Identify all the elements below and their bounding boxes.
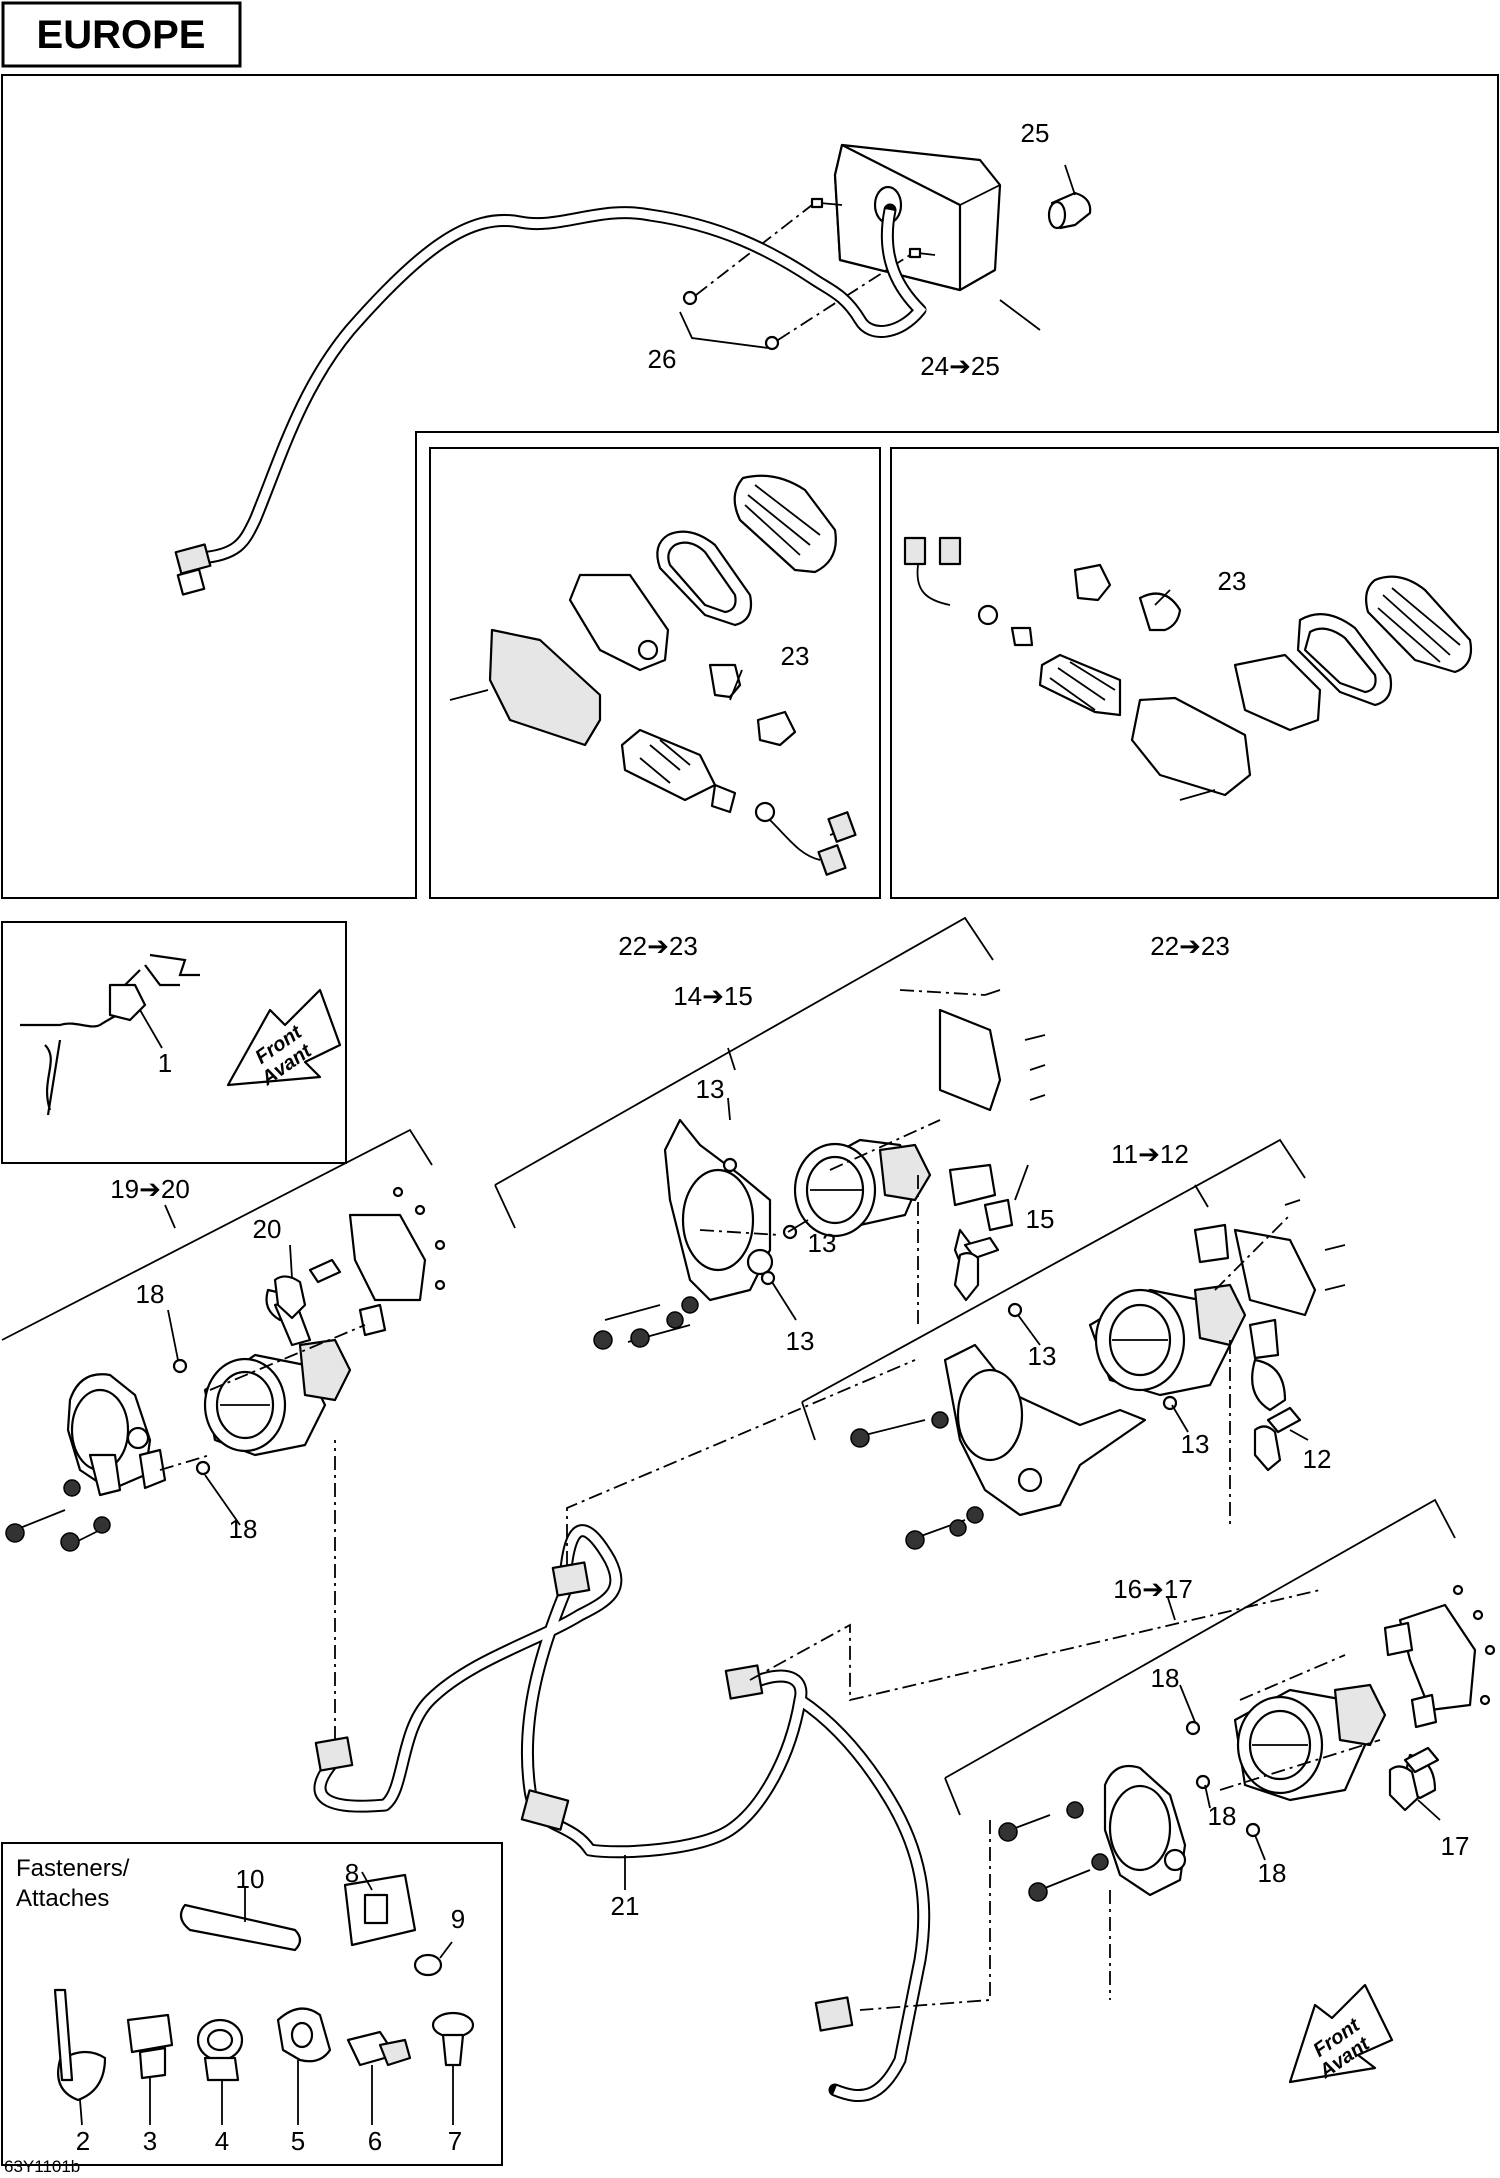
drawing-number: 63Y1101b	[4, 2157, 80, 2176]
fastener-2	[53, 1988, 107, 2126]
callout-18-c: 18	[1151, 1663, 1180, 1693]
callout-labels: 25 26 24➔25 23 23 22➔23 22➔23 1 14➔15 13…	[76, 118, 1470, 2156]
front-arrow-bottom: Front Avant	[1288, 1983, 1394, 2084]
callout-1: 1	[158, 1048, 172, 1078]
callout-13-a: 13	[696, 1074, 725, 1104]
callout-22-23-right: 22➔23	[1150, 931, 1230, 961]
callout-11-12: 11➔12	[1111, 1139, 1189, 1169]
right-signal-inset	[890, 447, 1499, 899]
fastener-8	[343, 1871, 417, 1947]
callout-10: 10	[236, 1864, 265, 1894]
callout-15: 15	[1026, 1204, 1055, 1234]
callout-9: 9	[451, 1904, 465, 1934]
fastener-10	[179, 1888, 302, 1952]
lamp-assembly-16-17	[998, 1584, 1496, 1902]
tail-light-harness	[174, 203, 927, 596]
bulb-12	[1253, 1406, 1302, 1472]
callout-17: 17	[1441, 1831, 1470, 1861]
bulb-25	[1047, 191, 1092, 230]
callout-18-a: 18	[136, 1279, 165, 1309]
connection-lines	[159, 989, 1381, 2011]
callout-23-right: 23	[1218, 566, 1247, 596]
callout-7: 7	[448, 2126, 462, 2156]
callout-22-23-left: 22➔23	[618, 931, 698, 961]
callout-6: 6	[368, 2126, 382, 2156]
fastener-6	[346, 2030, 412, 2125]
leader-lines	[167, 164, 1441, 1890]
bulb-17	[1388, 1746, 1440, 1812]
harness-routing-detail	[20, 953, 200, 1116]
bulb-20	[273, 1258, 342, 1320]
callout-23-left: 23	[781, 641, 810, 671]
right-turn-signal	[903, 536, 1473, 801]
callout-2: 2	[76, 2126, 90, 2156]
callout-13-b: 13	[808, 1228, 837, 1258]
tail-light-assembly	[810, 143, 1002, 292]
fastener-3	[126, 2013, 174, 2125]
callout-24-25: 24➔25	[920, 351, 1000, 381]
fasteners-title-2: Attaches	[16, 1885, 109, 1912]
lamp-assembly-11-12	[850, 1199, 1346, 1550]
fastener-4	[196, 2018, 244, 2125]
fasteners-title-1: Fasteners/	[16, 1855, 130, 1882]
lamp-assembly-19-20	[5, 1186, 446, 1552]
fastener-9	[413, 1941, 453, 1977]
fastener-7	[431, 2011, 475, 2125]
harness-route-inset	[1, 921, 347, 1164]
callout-12: 12	[1303, 1444, 1332, 1474]
bracket-16-17	[944, 1498, 1456, 1816]
bulb-15	[953, 1236, 1000, 1302]
bracket-19-20	[1, 1128, 433, 1341]
left-turn-signal	[449, 474, 857, 876]
callout-13-d: 13	[1028, 1341, 1057, 1371]
callout-8: 8	[345, 1858, 359, 1888]
callout-18-b: 18	[229, 1514, 258, 1544]
nut-26	[682, 290, 780, 351]
callout-3: 3	[143, 2126, 157, 2156]
leader-26	[679, 311, 769, 349]
callout-5: 5	[291, 2126, 305, 2156]
bracket-11-12	[801, 1138, 1306, 1441]
fasteners-box	[1, 1842, 503, 2166]
region-tag-text: EUROPE	[37, 13, 206, 57]
callout-20: 20	[253, 1214, 282, 1244]
bracket-14-15	[494, 916, 994, 1229]
callout-25: 25	[1021, 118, 1050, 148]
main-harness	[313, 1524, 931, 2102]
callout-13-e: 13	[1181, 1429, 1210, 1459]
fastener-5	[276, 2007, 332, 2125]
callout-13-c: 13	[786, 1326, 815, 1356]
lamp-assembly-14-15	[593, 989, 1046, 1350]
callout-14-15: 14➔15	[673, 981, 753, 1011]
callout-21: 21	[611, 1891, 640, 1921]
callout-18-e: 18	[1258, 1858, 1287, 1888]
callout-16-17: 16➔17	[1113, 1574, 1193, 1604]
callout-4: 4	[215, 2126, 229, 2156]
callout-26: 26	[648, 344, 677, 374]
main-frame-top	[1, 74, 1499, 899]
callout-19-20: 19➔20	[110, 1174, 190, 1204]
left-signal-inset	[429, 447, 881, 899]
region-tag: EUROPE	[1, 1, 242, 68]
front-arrow-inset: Front Avant	[226, 988, 342, 1091]
callout-18-d: 18	[1208, 1801, 1237, 1831]
